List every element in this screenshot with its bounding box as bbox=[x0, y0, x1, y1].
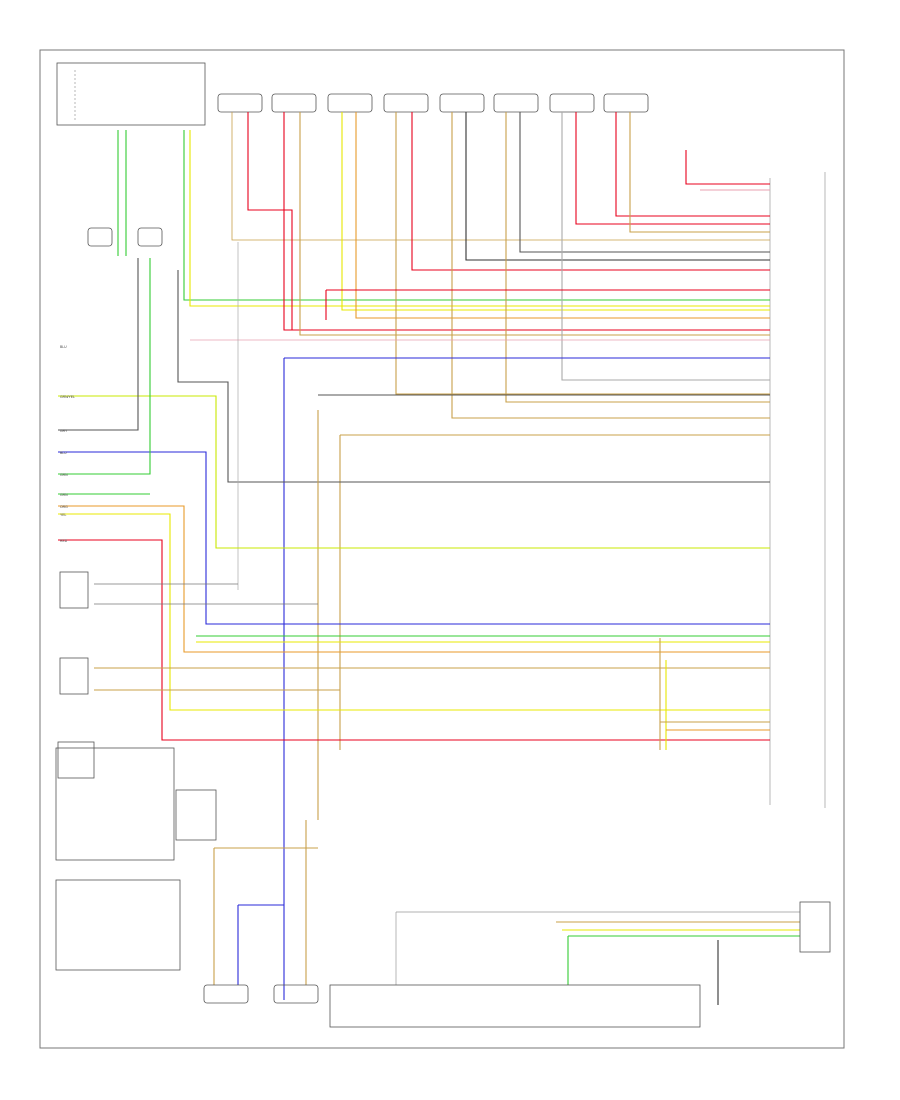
wire-black-c5 bbox=[465, 112, 770, 261]
wire-gray-c7 bbox=[561, 112, 770, 381]
wire-red-c1 bbox=[247, 112, 293, 330]
svg-text:RED: RED bbox=[60, 539, 68, 543]
bottom-sensor-connectors bbox=[203, 984, 319, 1004]
wire-red-c7 bbox=[575, 112, 770, 225]
diagram-frame bbox=[39, 49, 845, 1049]
wire-yellow-left bbox=[58, 395, 770, 549]
wire-yellow-c3 bbox=[341, 112, 770, 311]
wire-red-left bbox=[58, 539, 770, 741]
wire-gray-mid bbox=[177, 270, 770, 483]
wire-red-c8 bbox=[615, 112, 770, 217]
svg-text:GRN/YEL: GRN/YEL bbox=[60, 395, 75, 399]
wire-red-c2 bbox=[283, 112, 770, 331]
wire-tan-c6 bbox=[505, 112, 770, 403]
svg-text:GRN: GRN bbox=[60, 473, 68, 477]
wire-tan-c1 bbox=[231, 112, 770, 241]
svg-text:BLU: BLU bbox=[60, 451, 67, 455]
left-components bbox=[57, 227, 163, 779]
wire-yellow-1 bbox=[189, 130, 770, 307]
wire-yellow-left-2 bbox=[58, 513, 770, 711]
bottom-center-module bbox=[329, 984, 701, 1028]
wire-blue-left bbox=[58, 451, 770, 625]
svg-text:GRY: GRY bbox=[60, 429, 68, 433]
top-connectors bbox=[217, 93, 649, 113]
wire-tan-c5 bbox=[451, 112, 770, 419]
bottom-right-box bbox=[799, 901, 831, 953]
wire-orange-c4 bbox=[395, 112, 770, 395]
wire-orange-left bbox=[58, 505, 770, 653]
wire-gray-left bbox=[58, 258, 139, 431]
left-pin-labels: BLU GRN/YEL GRY BLU GRN GRN ORG YEL RED bbox=[60, 345, 75, 543]
top-left-module bbox=[56, 62, 206, 126]
wire-green-3 bbox=[183, 130, 770, 301]
wires bbox=[58, 112, 800, 1005]
wire-red-sw bbox=[685, 150, 770, 185]
svg-text:YEL: YEL bbox=[60, 513, 67, 517]
wire-black-c6 bbox=[519, 112, 770, 253]
svg-text:BLU: BLU bbox=[60, 345, 67, 349]
right-connector bbox=[769, 172, 826, 808]
wire-tan-c8 bbox=[629, 112, 770, 233]
wire-green-left bbox=[58, 258, 151, 475]
svg-text:GRN: GRN bbox=[60, 493, 68, 497]
bottom-left-boxes bbox=[55, 747, 217, 971]
wire-red-c4 bbox=[411, 112, 770, 271]
wire-tan-c2 bbox=[299, 112, 770, 336]
wire-orange-c3 bbox=[355, 112, 770, 319]
svg-text:ORG: ORG bbox=[60, 505, 68, 509]
